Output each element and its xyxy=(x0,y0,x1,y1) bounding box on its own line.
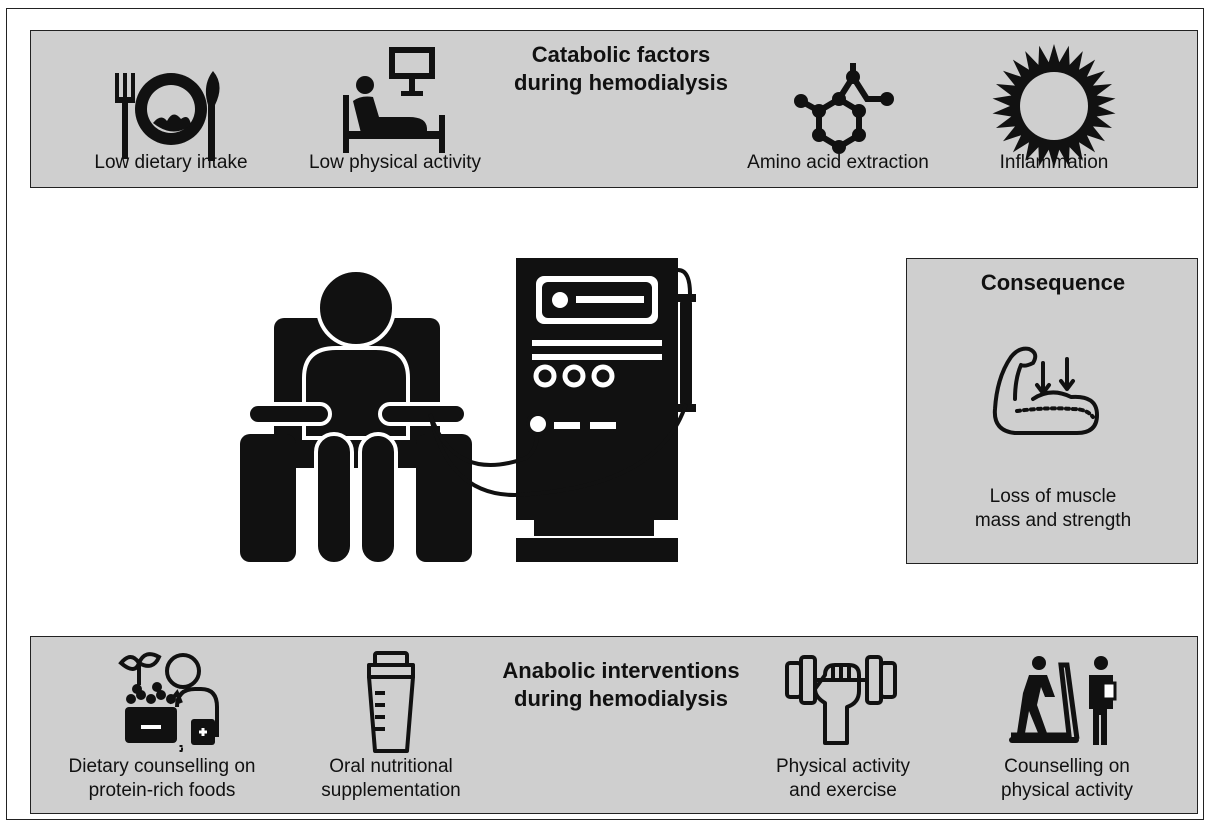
anabolic-panel: Anabolic interventions during hemodialys… xyxy=(30,636,1198,814)
catabolic-item-label: Low physical activity xyxy=(308,152,482,173)
muscle-loss-icon xyxy=(992,346,1099,435)
anabolic-item-label: Oral nutritional supplementation xyxy=(321,756,461,801)
consequence-label: Loss of muscle mass and strength xyxy=(974,486,1132,531)
consequence-panel: Consequence Loss of muscle mass and stre… xyxy=(906,258,1198,564)
consequence-title: Consequence xyxy=(980,270,1126,295)
patient-dialysis-machine-icon xyxy=(240,258,696,566)
catabolic-item-label: Low dietary intake xyxy=(94,152,248,173)
molecule-icon xyxy=(794,63,894,154)
catabolic-item-label: Amino acid extraction xyxy=(747,152,929,173)
anabolic-item-label: Counselling on physical activity xyxy=(1001,756,1133,801)
anabolic-item-label: Dietary counselling on protein-rich food… xyxy=(68,756,256,801)
anabolic-item-label: Physical activity and exercise xyxy=(775,756,911,801)
burst-icon xyxy=(992,44,1116,168)
catabolic-title: Catabolic factors during hemodialysis xyxy=(514,42,728,95)
catabolic-item-label: Inflammation xyxy=(999,152,1109,173)
shaker-bottle-icon xyxy=(367,651,415,753)
catabolic-panel: Catabolic factors during hemodialysis xyxy=(30,30,1198,188)
bed-monitor-icon xyxy=(343,47,445,153)
treadmill-coach-icon xyxy=(1009,656,1117,745)
food-counselling-icon xyxy=(118,652,219,755)
anabolic-title: Anabolic interventions during hemodialys… xyxy=(502,658,740,711)
plate-cutlery-icon xyxy=(115,71,220,161)
dumbbell-icon xyxy=(785,655,897,745)
